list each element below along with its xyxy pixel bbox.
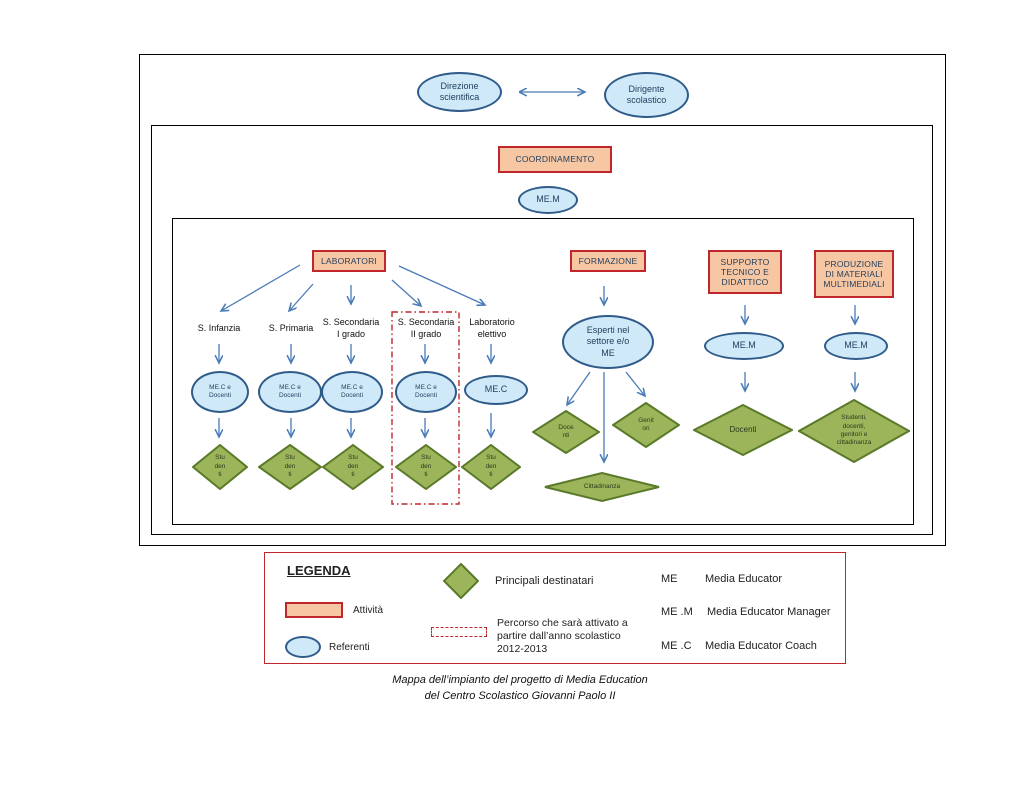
legend-abbr-code: ME	[661, 573, 678, 585]
legend-box: LEGENDA Attività Referenti Principali de…	[264, 552, 846, 664]
col-referente-oval: ME.C e Docenti	[395, 371, 457, 413]
col-destinatari-diamond: Stu den ti	[258, 444, 322, 490]
destinatari-label: Docenti	[729, 424, 757, 434]
col-title-elettivo: Laboratorio elettivo	[469, 317, 515, 339]
legend-oval-swatch	[285, 636, 321, 658]
formazione-cittadinanza-diamond: Cittadinanza	[544, 472, 660, 502]
produzione-destinatari-diamond: Studenti, docenti, genitori e cittadinan…	[798, 399, 910, 463]
col-referente-oval: ME.C	[464, 375, 528, 405]
destinatari-label: Stu den ti	[420, 454, 432, 479]
col-destinatari-diamond: Stu den ti	[192, 444, 248, 490]
legend-title: LEGENDA	[287, 563, 351, 578]
destinatari-label: Stu den ti	[284, 454, 296, 479]
legend-diamond-swatch	[442, 562, 480, 600]
destinatari-label: Stu den ti	[485, 454, 497, 479]
col-title-infanzia: S. Infanzia	[197, 323, 241, 333]
formazione-docenti-diamond: Doce nti	[532, 410, 600, 454]
legend-referenti: Referenti	[329, 642, 370, 653]
legend-abbr-code: ME .C	[661, 640, 692, 652]
supporto-referente-oval: ME.M	[704, 332, 784, 360]
laboratori-box: LABORATORI	[312, 250, 386, 272]
coordinamento-referente-oval: ME.M	[518, 186, 578, 214]
coordinamento-box: COORDINAMENTO	[498, 146, 612, 173]
formazione-box: FORMAZIONE	[570, 250, 646, 272]
col-referente-oval: ME.C e Docenti	[321, 371, 383, 413]
legend-abbr-meaning: Media Educator Coach	[705, 640, 817, 652]
legend-abbr-meaning: Media Educator	[705, 573, 783, 585]
col-referente-oval: ME.C e Docenti	[258, 371, 322, 413]
formazione-referente-oval: Esperti nel settore e/o ME	[562, 315, 654, 369]
legend-dashed-swatch	[431, 627, 487, 637]
produzione-referente-oval: ME.M	[824, 332, 888, 360]
destinatari-label: Doce nti	[558, 423, 574, 439]
col-title-secondaria2: S. Secondaria II grado	[397, 317, 455, 339]
formazione-genitori-diamond: Genit ori	[612, 402, 680, 448]
figure-caption: Mappa dell’impianto del progetto di Medi…	[392, 674, 648, 702]
destinatari-label: Stu den ti	[347, 454, 359, 479]
col-destinatari-diamond: Stu den ti	[395, 444, 457, 490]
destinatari-label: Stu den ti	[214, 454, 226, 479]
destinatari-label: Cittadinanza	[583, 482, 621, 490]
legend-abbr-code: ME .M	[661, 606, 693, 618]
legend-rect-swatch	[285, 602, 343, 618]
dirigente-scolastico-oval: Dirigente scolastico	[604, 72, 689, 118]
col-destinatari-diamond: Stu den ti	[322, 444, 384, 490]
destinatari-label: Genit ori	[638, 416, 654, 432]
col-referente-oval: ME.C e Docenti	[191, 371, 249, 413]
legend-principali: Principali destinatari	[495, 575, 594, 587]
destinatari-label: Studenti, docenti, genitori e cittadinan…	[836, 414, 872, 447]
legend-abbr-meaning: Media Educator Manager	[707, 606, 831, 618]
supporto-destinatari-diamond: Docenti	[693, 404, 793, 456]
legend-attivita: Attività	[353, 605, 384, 616]
col-title-secondaria1: S. Secondaria I grado	[322, 317, 380, 339]
direzione-scientifica-oval: Direzione scientifica	[417, 72, 502, 112]
col-destinatari-diamond: Stu den ti	[461, 444, 521, 490]
legend-percorso: Percorso che sarà attivato a partire dal…	[497, 617, 628, 656]
supporto-box: SUPPORTO TECNICO E DIDATTICO	[708, 250, 782, 294]
col-title-primaria: S. Primaria	[268, 323, 314, 333]
produzione-box: PRODUZIONE DI MATERIALI MULTIMEDIALI	[814, 250, 894, 298]
